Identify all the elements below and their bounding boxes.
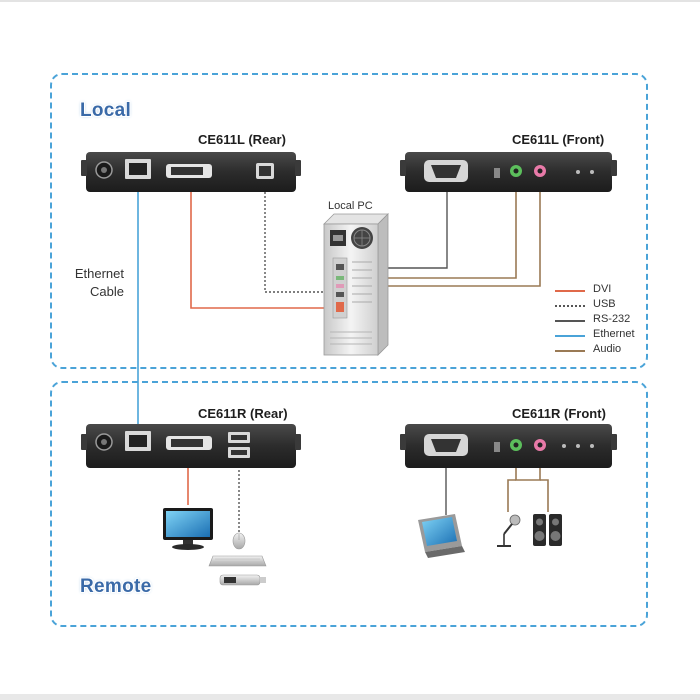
ce611r-front-unit bbox=[400, 424, 617, 468]
local-pc-label: Local PC bbox=[328, 200, 373, 212]
legend-swatch-usb bbox=[555, 305, 585, 307]
remote-zone bbox=[50, 381, 648, 627]
legend-label-rs232: RS-232 bbox=[593, 313, 631, 325]
audio-cable-local bbox=[348, 180, 541, 287]
usb-drive-icon bbox=[219, 574, 266, 586]
legend-swatch-rs232 bbox=[555, 320, 585, 322]
mouse-icon bbox=[232, 532, 246, 550]
usb-cable-local bbox=[264, 192, 335, 293]
legend-label-usb: USB bbox=[593, 298, 616, 310]
bottom-rule bbox=[0, 694, 700, 700]
legend-label-ethernet: Ethernet bbox=[593, 328, 635, 340]
ce611r-front-title: CE611R (Front) bbox=[512, 406, 606, 421]
ethernet-label-line2: Cable bbox=[90, 284, 124, 299]
pc-tower-icon bbox=[323, 213, 389, 356]
legend-label-dvi: DVI bbox=[593, 283, 612, 295]
legend-swatch-ethernet bbox=[555, 335, 585, 337]
speakers-icon bbox=[533, 514, 562, 546]
microphone-icon bbox=[497, 514, 521, 547]
ce611r-rear-unit bbox=[81, 424, 301, 468]
ethernet-label-line1: Ethernet bbox=[74, 266, 124, 281]
local-zone-label: Local bbox=[80, 100, 132, 121]
dvi-cable-local bbox=[190, 190, 335, 309]
legend-swatch-dvi bbox=[555, 290, 585, 292]
ethernet-cable-label: Ethernet Cable bbox=[60, 265, 124, 301]
top-rule bbox=[0, 0, 700, 2]
ce611r-rear-title: CE611R (Rear) bbox=[198, 406, 288, 421]
remote-zone-label: Remote bbox=[80, 576, 152, 597]
monitor-icon bbox=[163, 508, 213, 550]
local-zone bbox=[50, 73, 648, 369]
keyboard-icon bbox=[208, 555, 267, 567]
ce611l-front-title: CE611L (Front) bbox=[512, 132, 605, 147]
ce611l-front-unit bbox=[400, 152, 617, 192]
ce611l-rear-title: CE611L (Rear) bbox=[198, 132, 286, 147]
legend-swatch-audio bbox=[555, 350, 585, 352]
legend-label-audio: Audio bbox=[593, 343, 622, 355]
touch-panel-icon bbox=[418, 514, 465, 558]
ce611l-rear-unit bbox=[81, 152, 301, 192]
